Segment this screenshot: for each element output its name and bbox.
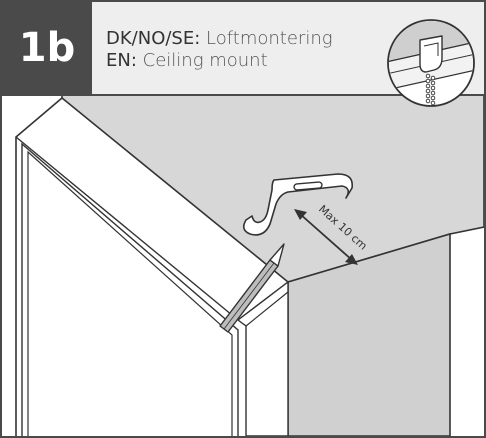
ceiling-bracket-icon — [242, 173, 354, 236]
window-frame-outer — [15, 97, 63, 436]
title-text-en: Ceiling mount — [142, 50, 268, 71]
title-line-en: EN: Ceiling mount — [106, 50, 333, 72]
bracket-detail-callout — [387, 19, 475, 107]
title-text-nordic: Loftmontering — [206, 28, 333, 49]
title-line-nordic: DK/NO/SE: Loftmontering — [106, 28, 333, 50]
window-frame-inner — [21, 142, 239, 436]
chain-icon — [425, 73, 436, 105]
step-number-badge: 1b — [2, 2, 92, 94]
pencil-icon — [219, 243, 285, 333]
wall-block-top — [236, 280, 289, 436]
step-header: 1b DK/NO/SE: Loftmontering EN: Ceiling m… — [2, 2, 484, 96]
lang-code-nordic: DK/NO/SE: — [106, 28, 201, 49]
max-distance-arrow — [294, 209, 358, 265]
step-title: DK/NO/SE: Loftmontering EN: Ceiling moun… — [106, 28, 333, 72]
lang-code-en: EN: — [106, 50, 137, 71]
